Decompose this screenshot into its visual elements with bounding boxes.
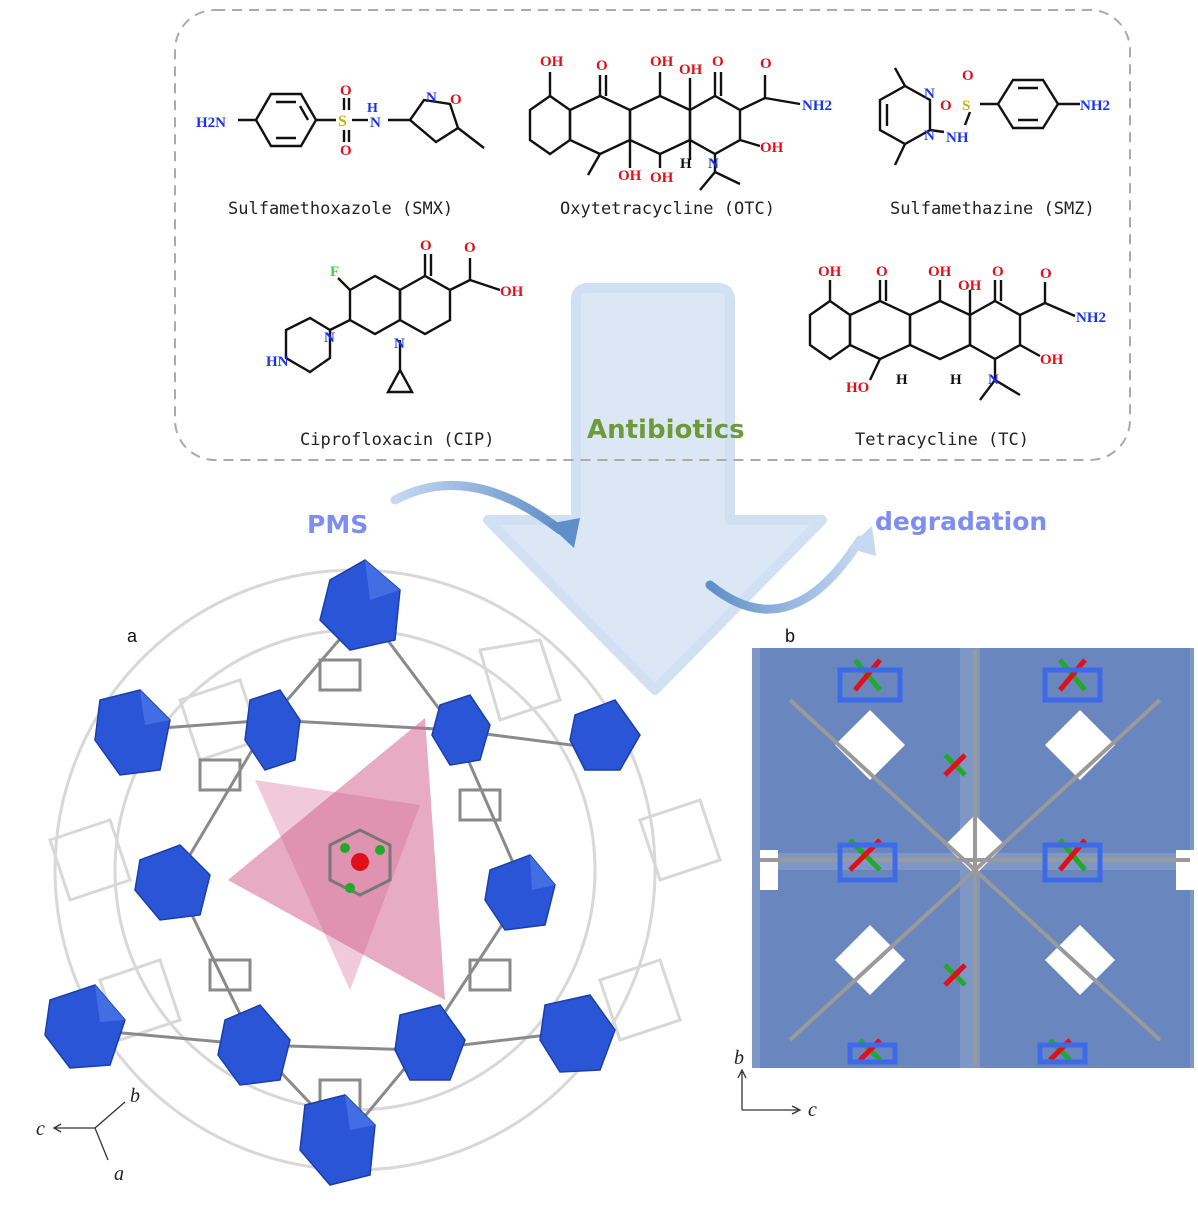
svg-text:O: O xyxy=(712,54,724,70)
svg-text:H2N: H2N xyxy=(196,115,226,131)
drug-name-smx: Sulfamethoxazole (SMX) xyxy=(228,199,453,219)
axes-b xyxy=(737,1068,802,1115)
svg-text:N: N xyxy=(988,372,999,388)
svg-text:N: N xyxy=(924,128,935,144)
tc-structure xyxy=(808,280,1076,401)
svg-text:NH2: NH2 xyxy=(1080,98,1110,114)
antibiotics-label: Antibiotics xyxy=(587,415,745,445)
svg-text:O: O xyxy=(450,92,462,108)
svg-text:O: O xyxy=(876,264,888,280)
cip-structure xyxy=(284,254,501,394)
pms-curve-arrow xyxy=(390,480,580,548)
degradation-curve-arrow xyxy=(705,526,876,614)
svg-text:NH: NH xyxy=(946,130,969,146)
svg-text:N: N xyxy=(370,115,381,131)
svg-text:OH: OH xyxy=(679,62,703,78)
svg-text:OH: OH xyxy=(650,170,674,186)
svg-text:OH: OH xyxy=(958,278,982,294)
svg-text:O: O xyxy=(340,83,352,99)
antibiotics-box xyxy=(174,9,1131,461)
svg-text:HO: HO xyxy=(846,380,869,396)
cip-atoms: O O OH F N N HN xyxy=(266,238,524,370)
down-arrow xyxy=(483,283,827,695)
svg-text:O: O xyxy=(340,143,352,159)
pms-label: PMS xyxy=(307,510,368,539)
svg-text:S: S xyxy=(338,113,347,130)
panel-b-label: b xyxy=(785,626,795,646)
svg-text:O: O xyxy=(420,238,432,254)
svg-text:H: H xyxy=(896,372,908,388)
otc-atoms: OH O OH OH O O NH2 OH OH OH H N xyxy=(540,54,832,186)
svg-text:H: H xyxy=(367,101,378,116)
svg-text:OH: OH xyxy=(1040,352,1064,368)
svg-text:OH: OH xyxy=(650,54,674,70)
svg-text:O: O xyxy=(962,68,974,84)
svg-text:F: F xyxy=(330,264,339,280)
svg-text:O: O xyxy=(596,58,608,74)
tc-atoms: OH O OH OH O O NH2 OH HO H H N xyxy=(818,264,1106,396)
svg-text:N: N xyxy=(324,330,335,346)
svg-text:O: O xyxy=(940,98,952,114)
axis-a-b: b xyxy=(130,1085,140,1107)
svg-text:NH2: NH2 xyxy=(802,98,832,114)
svg-text:N: N xyxy=(394,336,405,352)
panel-a-label: a xyxy=(127,626,138,646)
svg-text:OH: OH xyxy=(928,264,952,280)
svg-text:OH: OH xyxy=(500,284,524,300)
svg-text:OH: OH xyxy=(618,168,642,184)
svg-text:O: O xyxy=(992,264,1004,280)
smx-atoms: H2N S O O H N N O xyxy=(196,83,462,159)
axis-b-b: b xyxy=(734,1047,744,1069)
axes-a xyxy=(52,1101,126,1161)
svg-text:S: S xyxy=(962,98,970,114)
svg-text:NH2: NH2 xyxy=(1076,310,1106,326)
svg-text:HN: HN xyxy=(266,354,289,370)
svg-text:OH: OH xyxy=(540,54,564,70)
svg-text:O: O xyxy=(760,56,772,72)
svg-text:N: N xyxy=(426,90,437,106)
svg-text:O: O xyxy=(1040,266,1052,282)
svg-text:N: N xyxy=(924,86,935,102)
smz-structure xyxy=(878,67,1080,166)
axis-a-c: c xyxy=(36,1118,45,1140)
axis-b-c: c xyxy=(808,1099,817,1121)
svg-text:O: O xyxy=(464,240,476,256)
drug-name-cip: Ciprofloxacin (CIP) xyxy=(300,430,494,450)
otc-structure xyxy=(528,72,801,191)
drug-name-otc: Oxytetracycline (OTC) xyxy=(560,199,775,219)
svg-text:OH: OH xyxy=(760,140,784,156)
mof-framework-a xyxy=(44,559,722,1186)
svg-text:H: H xyxy=(680,156,692,172)
pore-surface-b xyxy=(752,648,1194,1068)
axis-a-a: a xyxy=(114,1163,124,1185)
svg-text:OH: OH xyxy=(818,264,842,280)
smx-structure xyxy=(238,92,485,149)
smz-atoms: N N O S O NH NH2 xyxy=(924,68,1110,146)
svg-text:N: N xyxy=(708,156,719,172)
drug-name-tc: Tetracycline (TC) xyxy=(855,430,1029,450)
drug-name-smz: Sulfamethazine (SMZ) xyxy=(890,199,1095,219)
svg-text:H: H xyxy=(950,372,962,388)
degradation-label: degradation xyxy=(875,507,1047,536)
